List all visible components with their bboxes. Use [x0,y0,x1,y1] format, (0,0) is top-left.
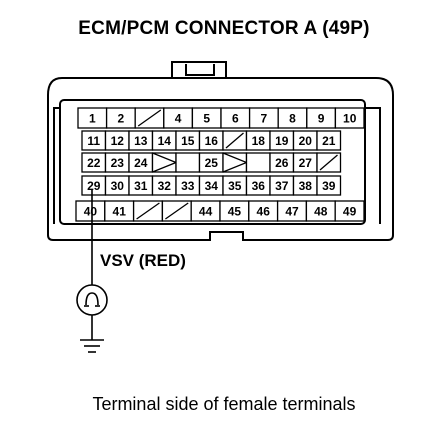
terminal-label-29: 29 [87,179,101,193]
connector-body [59,99,366,225]
terminal-cell-r2-c11 [316,130,342,151]
terminal-label-33: 33 [181,179,195,193]
terminal-label-4: 4 [175,112,182,126]
terminal-label-1: 1 [89,112,96,126]
terminal-label-32: 32 [158,179,172,193]
probe-circuit [76,190,108,353]
terminal-label-6: 6 [232,112,239,126]
terminal-cell-r5-c10 [334,200,365,222]
terminal-cell-r3-c11-blank-mark [319,154,338,171]
terminal-label-11: 11 [87,134,100,148]
terminal-cell-r3-c4 [151,152,177,173]
connector-lock-tab [171,61,227,79]
terminal-label-30: 30 [111,179,125,193]
terminal-label-8: 8 [289,112,296,126]
terminal-cell-r3-c5 [175,152,201,173]
terminal-label-14: 14 [158,134,172,148]
terminal-label-34: 34 [205,179,219,193]
terminal-label-26: 26 [275,156,289,170]
terminal-label-46: 46 [257,205,271,219]
terminal-label-16: 16 [205,134,219,148]
terminal-label-27: 27 [299,156,313,170]
terminal-cell-r4-c11 [316,175,342,196]
terminal-label-21: 21 [322,134,336,148]
terminal-cell-r2-c7-blank-mark [225,132,244,149]
terminal-label-12: 12 [111,134,125,148]
caption: Terminal side of female terminals [92,394,356,414]
terminal-label-18: 18 [252,134,266,148]
terminal-label-2: 2 [118,112,125,126]
terminal-label-35: 35 [228,179,242,193]
terminal-label-19: 19 [275,134,289,148]
page-title: ECM/PCM CONNECTOR A (49P) [78,18,370,39]
terminal-label-5: 5 [203,112,210,126]
terminal-label-25: 25 [205,156,219,170]
terminal-cell-r1-c3-blank-mark [137,109,162,127]
terminal-label-20: 20 [299,134,313,148]
terminal-cell-r3-c8 [245,152,271,173]
ohmmeter-icon [76,284,108,316]
terminal-label-36: 36 [252,179,266,193]
terminal-cell-r1-c10 [334,107,365,129]
terminal-cell-r5-c4-blank-mark [165,202,189,220]
terminal-label-7: 7 [261,112,268,126]
terminal-label-13: 13 [134,134,148,148]
terminal-label-41: 41 [113,205,127,219]
terminal-label-9: 9 [318,112,325,126]
terminal-label-40: 40 [84,205,98,219]
vsv-label: VSV (RED) [100,251,186,270]
terminal-label-23: 23 [111,156,125,170]
terminal-label-44: 44 [199,205,213,219]
terminal-label-31: 31 [134,179,148,193]
terminal-cell-r5-c3-blank-mark [136,202,160,220]
terminal-label-15: 15 [181,134,195,148]
connector-housing [47,77,394,241]
terminal-label-37: 37 [275,179,289,193]
terminal-label-24: 24 [134,156,148,170]
terminal-label-45: 45 [228,205,242,219]
terminal-label-22: 22 [87,156,101,170]
terminal-label-10: 10 [343,112,357,126]
terminal-label-48: 48 [314,205,328,219]
terminal-label-47: 47 [285,205,299,219]
terminal-label-49: 49 [343,205,357,219]
terminal-label-38: 38 [299,179,313,193]
terminal-label-39: 39 [322,179,336,193]
terminal-cell-r3-c7 [222,152,248,173]
